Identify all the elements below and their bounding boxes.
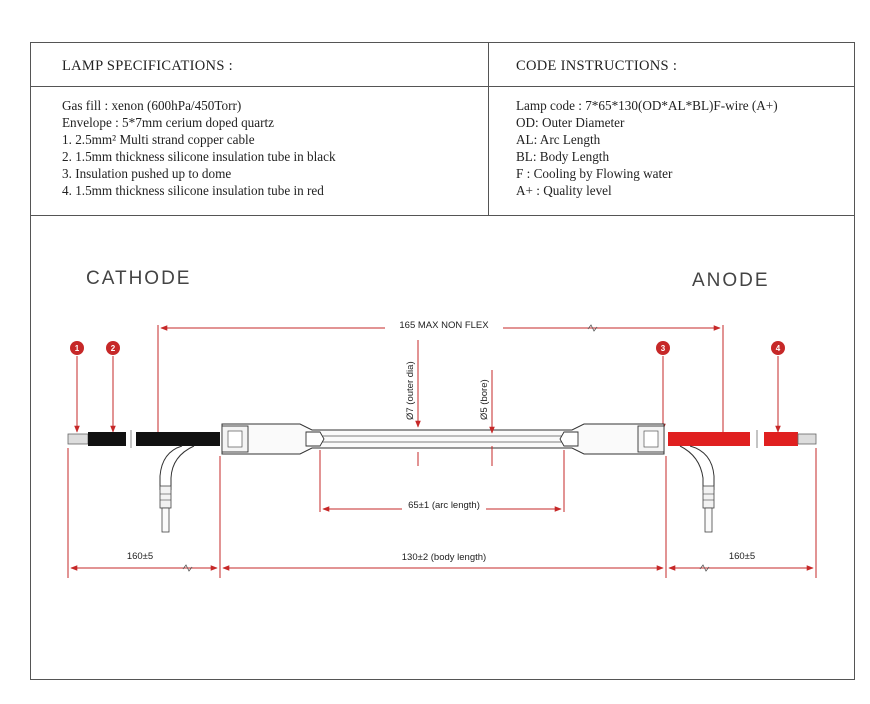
code-line: Lamp code : 7*65*130(OD*AL*BL)F-wire (A+… <box>516 98 778 113</box>
badge-1: 1 <box>70 341 84 433</box>
section-divider <box>30 215 855 216</box>
lead-left-label: 160±5 <box>127 551 153 562</box>
overall-length-label: 165 MAX NON FLEX <box>399 320 489 331</box>
cathode-label: CATHODE <box>86 268 192 289</box>
spec-line: Envelope : 5*7mm cerium doped quartz <box>62 115 275 130</box>
badge-2: 2 <box>106 341 120 433</box>
overall-length-dim: 165 MAX NON FLEX <box>157 319 724 440</box>
outer-dia-label: Ø7 (outer dia) <box>405 361 416 420</box>
code-line: AL: Arc Length <box>516 132 601 147</box>
code-instructions-title: CODE INSTRUCTIONS : <box>516 58 678 74</box>
bottom-dims: 160±5 130±2 (body length) 160±5 <box>67 448 817 578</box>
panel-divider <box>488 42 489 215</box>
badge-3: 3 <box>656 341 670 431</box>
anode-cable <box>668 430 817 533</box>
body-length-label: 130±2 (body length) <box>402 552 486 563</box>
code-instructions-header <box>488 42 855 87</box>
code-line: F : Cooling by Flowing water <box>516 166 673 181</box>
svg-text:3: 3 <box>661 344 666 353</box>
code-line: BL: Body Length <box>516 149 610 164</box>
spec-line: 1. 2.5mm² Multi strand copper cable <box>62 132 255 147</box>
code-line: OD: Outer Diameter <box>516 115 625 130</box>
lamp-body <box>221 423 665 455</box>
spec-sheet-frame <box>30 42 855 680</box>
svg-text:1: 1 <box>75 344 80 353</box>
lamp-spec-header <box>30 42 488 87</box>
bore-label: Ø5 (bore) <box>479 379 490 420</box>
lead-right-label: 160±5 <box>729 551 755 562</box>
outer-dia-dim: Ø7 (outer dia) <box>405 340 421 466</box>
code-line: A+ : Quality level <box>516 183 612 198</box>
svg-text:4: 4 <box>776 344 781 353</box>
spec-line: 4. 1.5mm thickness silicone insulation t… <box>62 183 324 198</box>
arc-length-dim: 65±1 (arc length) <box>319 450 565 512</box>
spec-line: 3. Insulation pushed up to dome <box>62 166 232 181</box>
cathode-cable <box>67 430 220 533</box>
arc-length-label: 65±1 (arc length) <box>408 500 480 511</box>
lamp-spec-title: LAMP SPECIFICATIONS : <box>62 58 233 74</box>
spec-line: 2. 1.5mm thickness silicone insulation t… <box>62 149 336 164</box>
spec-line: Gas fill : xenon (600hPa/450Torr) <box>62 98 242 113</box>
badge-4: 4 <box>771 341 785 433</box>
bore-dim: Ø5 (bore) <box>479 370 495 466</box>
anode-label: ANODE <box>692 270 770 291</box>
svg-text:2: 2 <box>111 344 116 353</box>
